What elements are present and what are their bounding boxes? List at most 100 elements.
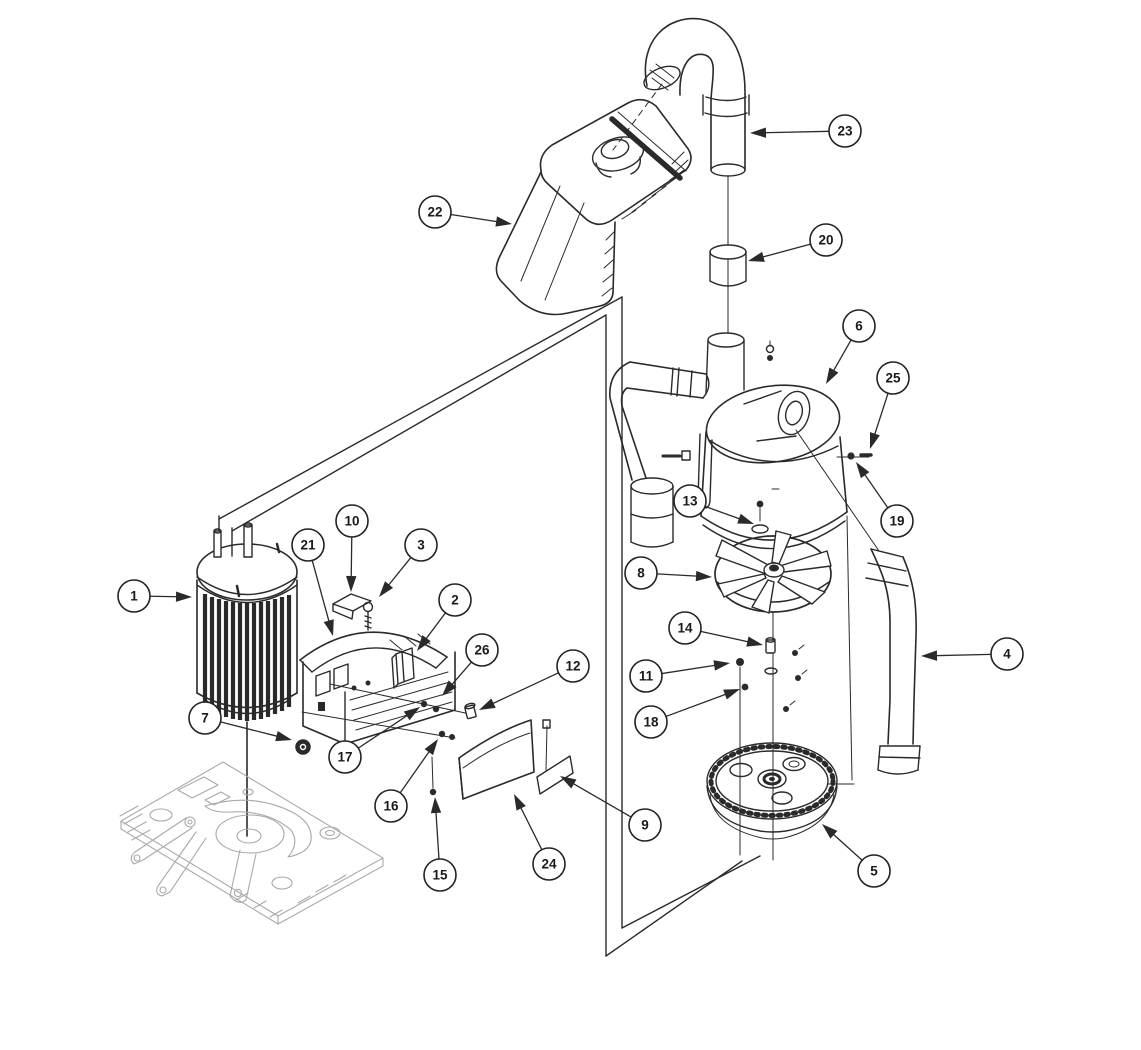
callout-number: 5 [870, 864, 878, 879]
callout-leader-line [933, 653, 992, 657]
callout-circle [188, 701, 222, 735]
callout-arrowhead [856, 462, 870, 479]
callout-circle [423, 858, 457, 892]
callout-number: 20 [818, 233, 833, 248]
callout-circle [335, 504, 369, 538]
callout-number: 8 [637, 566, 645, 581]
callout-arrowhead [417, 635, 431, 651]
callout-number: 24 [541, 857, 557, 872]
callout-circle [629, 659, 663, 693]
callout-number: 7 [201, 711, 209, 726]
callout-arrowhead [746, 636, 763, 647]
callout-number: 3 [417, 538, 425, 553]
callout-arrowhead [750, 127, 767, 138]
callout-number: 13 [682, 494, 698, 509]
callout-arrowhead [560, 776, 577, 789]
callout-16: 16 [374, 739, 438, 823]
callout-arrowhead [737, 513, 754, 524]
callout-23: 23 [750, 114, 862, 148]
callout-number: 21 [300, 538, 316, 553]
tank-drawing [495, 98, 692, 316]
callout-4: 4 [921, 637, 1024, 671]
callout-circle [117, 579, 151, 613]
callout-leader-line [357, 713, 410, 749]
callout-7: 7 [188, 701, 292, 742]
callout-circle [438, 583, 472, 617]
callout-number: 25 [885, 371, 901, 386]
callout-17: 17 [328, 707, 420, 774]
callout-arrowhead [275, 731, 292, 742]
callout-number: 15 [432, 868, 448, 883]
callout-leader-line [490, 672, 559, 706]
callout-8: 8 [624, 556, 712, 590]
motor-drawing [196, 522, 311, 837]
mount-plate-drawing [706, 742, 838, 840]
callout-number: 9 [641, 818, 649, 833]
callout-18: 18 [634, 689, 740, 739]
callout-circle [634, 705, 668, 739]
callout-arrowhead [442, 680, 457, 696]
callout-circle [291, 528, 325, 562]
callout-leader-line [831, 339, 852, 374]
callout-number: 16 [383, 799, 399, 814]
callout-leader-line [873, 393, 889, 437]
callout-leader-line [450, 213, 500, 223]
callout-arrowhead [403, 707, 420, 721]
callout-12: 12 [479, 649, 590, 710]
callout-leader-line [862, 472, 889, 509]
callout-circle [628, 808, 662, 842]
callout-circle [990, 637, 1024, 671]
callout-9: 9 [560, 776, 662, 842]
callout-number: 26 [474, 643, 490, 658]
callout-leader-line [760, 243, 811, 259]
callout-number: 14 [677, 621, 693, 636]
callout-arrowhead [695, 570, 712, 582]
callout-arrowhead [869, 432, 880, 449]
callout-arrowhead [826, 367, 839, 384]
callout-2: 2 [417, 583, 472, 651]
callout-15: 15 [423, 797, 457, 892]
callout-leader-line [350, 536, 353, 580]
callout-number: 12 [565, 659, 580, 674]
callout-5: 5 [822, 824, 891, 888]
callout-circle [418, 195, 452, 229]
callout-leader-line [519, 805, 543, 850]
callout-arrowhead [346, 575, 357, 592]
callout-leader-line [399, 749, 432, 794]
callout-leader-line [311, 560, 331, 624]
vac-motor-head-drawing [661, 332, 880, 785]
callout-number: 19 [889, 514, 904, 529]
callout-leader-line [424, 612, 446, 641]
callout-leader-line [831, 832, 863, 861]
callout-circle [465, 633, 499, 667]
callout-number: 11 [639, 669, 654, 684]
callout-circle [532, 847, 566, 881]
callout-circle [842, 309, 876, 343]
callout-arrowhead [430, 797, 442, 814]
callout-24: 24 [514, 794, 566, 881]
callout-leader-line [762, 130, 830, 134]
callout-leader-line [435, 809, 440, 860]
callout-circle [876, 361, 910, 395]
callout-1: 1 [117, 579, 192, 613]
callout-number: 17 [337, 750, 352, 765]
callout-arrowhead [723, 689, 740, 700]
bent-tube-drawing [612, 17, 750, 177]
callout-21: 21 [291, 528, 334, 636]
deflector-panel-drawing [458, 719, 574, 800]
callout-arrowhead [175, 591, 192, 602]
callout-number: 2 [451, 593, 459, 608]
callout-arrowhead [379, 581, 394, 597]
callout-circle [668, 611, 702, 645]
callout-19: 19 [856, 462, 914, 538]
callout-circle [809, 223, 843, 257]
callout-number: 10 [344, 514, 359, 529]
callout-number: 6 [855, 319, 863, 334]
callout-circle [404, 528, 438, 562]
callout-26: 26 [442, 633, 499, 696]
callout-number: 4 [1003, 647, 1011, 662]
coupling-sleeve-drawing [709, 176, 747, 338]
callout-14: 14 [668, 611, 763, 647]
